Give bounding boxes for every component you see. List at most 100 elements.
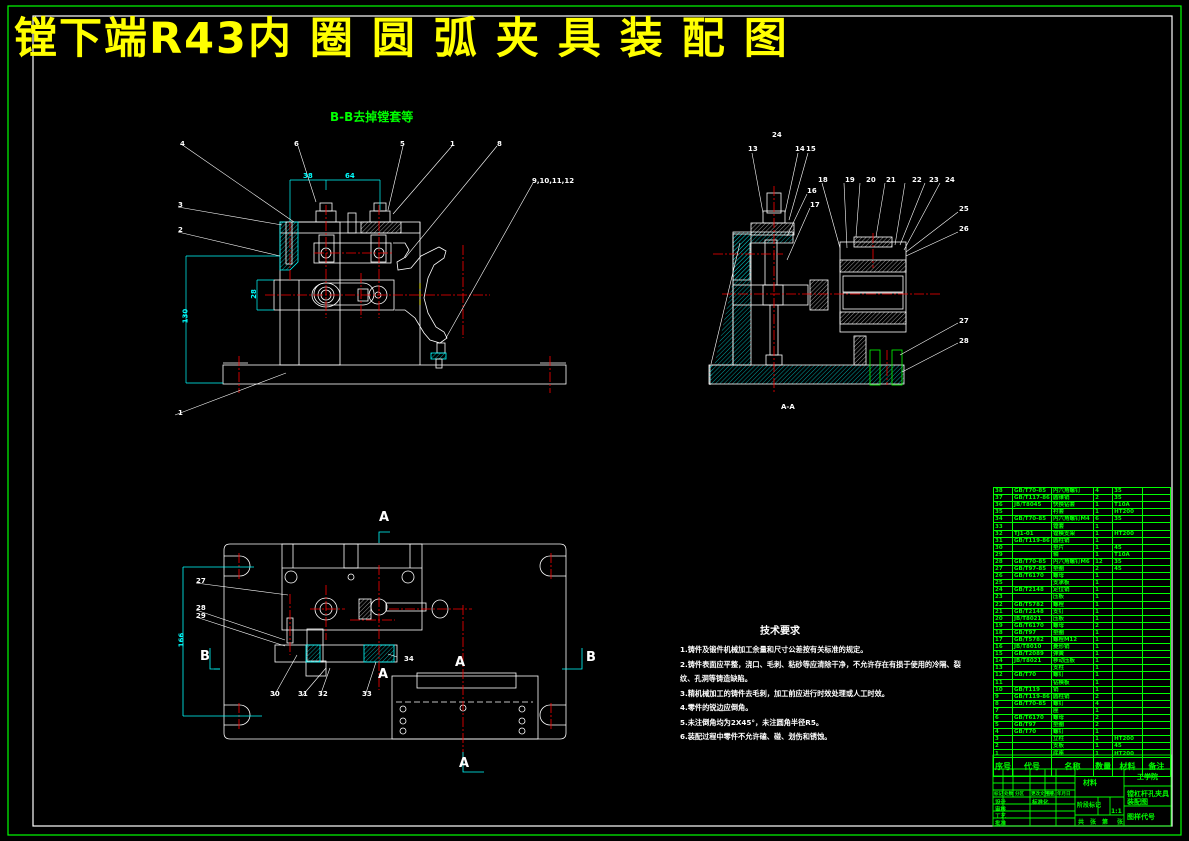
leader-label: 31 — [298, 690, 308, 698]
title-block-material-label: 材料 — [1083, 779, 1097, 787]
bom-cell — [1012, 522, 1052, 531]
bom-cell: 螺母 — [1050, 621, 1095, 630]
inner-frame — [32, 15, 1173, 827]
bom-cell — [1141, 621, 1172, 630]
bom-cell: GB/T97-85 — [1012, 565, 1052, 574]
dimension-label: 28 — [249, 289, 258, 299]
section-mark-a: A — [379, 510, 390, 525]
title-block-rev-label: 分区 — [1015, 792, 1024, 797]
bom-cell: HT200 — [1112, 529, 1143, 538]
bom-cell: GB/T70 — [1012, 728, 1052, 737]
bom-cell — [1141, 657, 1172, 666]
bom-cell: 7 — [993, 706, 1013, 716]
bom-cell: 35 — [1112, 486, 1143, 496]
leader-label: 30 — [270, 690, 280, 698]
bom-cell: GB/T2148 — [1012, 607, 1052, 616]
bom-cell — [1012, 735, 1052, 744]
leader-label: 15 — [806, 145, 816, 153]
bom-cell: 12 — [1093, 557, 1114, 567]
leader-label: 25 — [959, 205, 969, 213]
bom-cell — [1112, 536, 1143, 545]
bom-cell: 轴 — [1050, 550, 1095, 559]
leader-label: 5 — [400, 140, 405, 148]
bom-cell — [1112, 600, 1143, 609]
title-block-school: 工学院 — [1137, 773, 1158, 781]
bom-cell: 螺母 — [1050, 713, 1095, 723]
leader-label: 16 — [807, 187, 817, 195]
bom-cell: 螺栓M12 — [1050, 635, 1095, 645]
bom-cell: 螺钉 — [1050, 699, 1095, 708]
bom-cell: 4 — [1093, 486, 1114, 496]
bom-cell: 36 — [993, 501, 1013, 510]
top-view-centerlines — [238, 553, 552, 770]
bom-cell — [1112, 643, 1143, 652]
section-mark-b: B — [586, 650, 596, 665]
bom-cell: 24 — [993, 586, 1013, 595]
bom-cell: GB/T117-86 — [1012, 494, 1052, 503]
bom-cell — [1141, 749, 1172, 758]
bom-cell — [1141, 529, 1172, 538]
bom-cell — [1112, 635, 1143, 645]
bom-cell: 螺钉 — [1050, 671, 1095, 680]
bom-cell: 1 — [1093, 550, 1114, 559]
bom-cell: 1 — [1093, 536, 1114, 545]
bom-cell: 1 — [1093, 607, 1114, 616]
title-block-rev-label: 标记 — [994, 792, 1003, 797]
bom-cell — [1141, 550, 1172, 559]
bom-cell: 1 — [1093, 635, 1114, 645]
bom-cell: 镗套 — [1050, 522, 1095, 531]
bom-cell: 菱形销 — [1050, 643, 1095, 652]
bom-cell: 1 — [1093, 586, 1114, 595]
bom-cell: 35 — [993, 508, 1013, 517]
bom-cell — [1141, 522, 1172, 531]
leader-label: 9,10,11,12 — [532, 177, 575, 185]
bom-cell — [1141, 692, 1172, 701]
bom-cell: 镗模支架 — [1050, 529, 1095, 538]
bom-cell — [1112, 593, 1143, 602]
bom-cell: 14 — [993, 657, 1013, 666]
tech-requirements-list: 1.铸件及锻件机械加工余量和尺寸公差按有关标准的规定。 2.铸件表面应平整，浇口… — [680, 643, 961, 745]
bom-cell: 1 — [1093, 671, 1114, 680]
bom-header-row: 序号代号名称数量材料备注 — [993, 756, 1172, 777]
bom-cell: TJ1-01 — [1012, 529, 1052, 538]
bom-cell — [1141, 706, 1172, 716]
bom-cell — [1141, 628, 1172, 637]
bom-cell: 35 — [1112, 494, 1143, 503]
bom-header-cell: 序号 — [993, 756, 1013, 777]
top-view-section-lines — [182, 531, 583, 773]
leader-label: 23 — [929, 176, 939, 184]
section-mark-a: A — [459, 756, 470, 771]
bom-cell — [1141, 671, 1172, 680]
bom-cell: GB/T70-85 — [1012, 557, 1052, 567]
title-block-rev-label: 签名 — [1046, 792, 1055, 797]
bom-cell: 支钉 — [1050, 607, 1095, 616]
bom-cell: 37 — [993, 494, 1013, 503]
leader-label: 1 — [450, 140, 455, 148]
bom-cell: 1 — [1093, 678, 1114, 687]
bom-cell: 45 — [1112, 742, 1143, 751]
bom-cell: 2 — [1093, 692, 1114, 701]
tech-requirement-item: 1.铸件及锻件机械加工余量和尺寸公差按有关标准的规定。 — [680, 645, 868, 654]
bom-cell: 内六角螺钉 — [1050, 486, 1095, 496]
bom-cell: 内六角螺钉M6 — [1050, 557, 1095, 567]
bom-cell: 移动压板 — [1050, 657, 1095, 666]
bom-cell: 1 — [1093, 742, 1114, 751]
bom-cell: HT200 — [1112, 749, 1143, 758]
bom-cell: 22 — [993, 600, 1013, 609]
bom-cell — [1012, 579, 1052, 588]
bom-cell: 28 — [993, 557, 1013, 567]
bom-cell — [1141, 494, 1172, 503]
